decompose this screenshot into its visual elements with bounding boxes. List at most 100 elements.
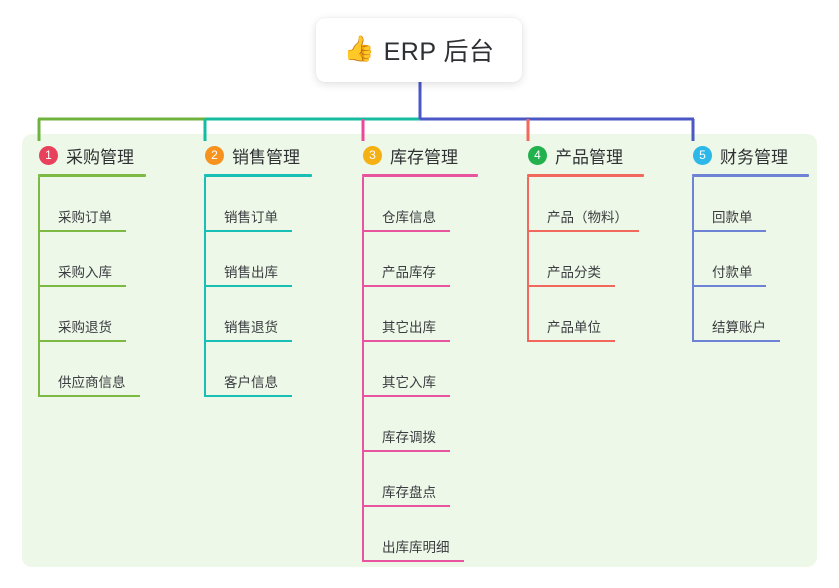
root-node[interactable]: 👍 ERP 后台 bbox=[316, 18, 522, 82]
leaf-label: 回款单 bbox=[712, 210, 753, 225]
column-rule-5 bbox=[692, 174, 809, 177]
leaf-label: 销售订单 bbox=[224, 210, 278, 225]
leaf-label: 客户信息 bbox=[224, 375, 278, 390]
leaf-rule bbox=[362, 560, 464, 562]
column-badge-3: 3 bbox=[363, 145, 382, 165]
leaf-item[interactable]: 销售出库 bbox=[204, 232, 312, 287]
leaf-rule bbox=[38, 340, 126, 342]
leaf-rule bbox=[362, 285, 450, 287]
leaf-item[interactable]: 采购订单 bbox=[38, 177, 146, 232]
leaf-rule bbox=[204, 230, 292, 232]
leaf-item[interactable]: 销售退货 bbox=[204, 287, 312, 342]
column-2: 2 销售管理销售订单销售出库销售退货客户信息 bbox=[204, 140, 312, 397]
leaf-label: 结算账户 bbox=[712, 320, 766, 335]
leaf-label: 采购退货 bbox=[58, 320, 112, 335]
column-header-1[interactable]: 1 采购管理 bbox=[38, 140, 146, 170]
leaf-rule bbox=[38, 395, 140, 397]
column-rule-4 bbox=[527, 174, 644, 177]
leaf-rule bbox=[692, 340, 780, 342]
column-badge-2: 2 bbox=[205, 145, 224, 165]
leaf-label: 库存盘点 bbox=[382, 485, 436, 500]
column-header-3[interactable]: 3 库存管理 bbox=[362, 140, 478, 170]
column-badge-4: 4 bbox=[528, 145, 547, 165]
column-badge-1: 1 bbox=[39, 145, 58, 165]
leaf-item[interactable]: 采购退货 bbox=[38, 287, 146, 342]
leaf-label: 仓库信息 bbox=[382, 210, 436, 225]
column-3: 3 库存管理仓库信息产品库存其它出库其它入库库存调拨库存盘点出库库明细 bbox=[362, 140, 478, 562]
leaf-rule bbox=[362, 505, 450, 507]
column-title-5: 财务管理 bbox=[720, 147, 788, 167]
leaf-label: 付款单 bbox=[712, 265, 753, 280]
leaf-rule bbox=[362, 395, 450, 397]
column-spine-3 bbox=[362, 177, 364, 562]
column-rule-3 bbox=[362, 174, 478, 177]
leaf-list-1: 采购订单采购入库采购退货供应商信息 bbox=[38, 177, 146, 397]
leaf-rule bbox=[527, 340, 615, 342]
leaf-item[interactable]: 库存盘点 bbox=[362, 452, 478, 507]
leaf-label: 其它出库 bbox=[382, 320, 436, 335]
leaf-item[interactable]: 其它出库 bbox=[362, 287, 478, 342]
leaf-item[interactable]: 产品单位 bbox=[527, 287, 644, 342]
leaf-item[interactable]: 客户信息 bbox=[204, 342, 312, 397]
leaf-rule bbox=[692, 230, 766, 232]
leaf-label: 产品分类 bbox=[547, 265, 601, 280]
leaf-label: 销售出库 bbox=[224, 265, 278, 280]
column-5: 5 财务管理回款单付款单结算账户 bbox=[692, 140, 809, 342]
leaf-rule bbox=[38, 285, 126, 287]
leaf-item[interactable]: 出库库明细 bbox=[362, 507, 478, 562]
leaf-item[interactable]: 供应商信息 bbox=[38, 342, 146, 397]
column-title-3: 库存管理 bbox=[390, 147, 458, 167]
leaf-item[interactable]: 其它入库 bbox=[362, 342, 478, 397]
column-4: 4 产品管理产品（物料） 产品分类产品单位 bbox=[527, 140, 644, 342]
column-title-1: 采购管理 bbox=[66, 147, 134, 167]
leaf-list-5: 回款单付款单结算账户 bbox=[692, 177, 809, 342]
column-header-5[interactable]: 5 财务管理 bbox=[692, 140, 809, 170]
column-spine-2 bbox=[204, 177, 206, 397]
leaf-label: 其它入库 bbox=[382, 375, 436, 390]
leaf-label: 供应商信息 bbox=[58, 375, 126, 390]
column-title-2: 销售管理 bbox=[232, 147, 300, 167]
column-spine-4 bbox=[527, 177, 529, 342]
leaf-item[interactable]: 销售订单 bbox=[204, 177, 312, 232]
column-badge-5: 5 bbox=[693, 145, 712, 165]
leaf-rule bbox=[527, 285, 615, 287]
column-rule-2 bbox=[204, 174, 312, 177]
leaf-rule bbox=[527, 230, 639, 232]
leaf-list-3: 仓库信息产品库存其它出库其它入库库存调拨库存盘点出库库明细 bbox=[362, 177, 478, 562]
leaf-label: 产品单位 bbox=[547, 320, 601, 335]
leaf-item[interactable]: 回款单 bbox=[692, 177, 809, 232]
leaf-item[interactable]: 产品分类 bbox=[527, 232, 644, 287]
leaf-item[interactable]: 库存调拨 bbox=[362, 397, 478, 452]
leaf-label: 库存调拨 bbox=[382, 430, 436, 445]
column-header-4[interactable]: 4 产品管理 bbox=[527, 140, 644, 170]
leaf-label: 产品（物料） bbox=[547, 210, 628, 225]
column-rule-1 bbox=[38, 174, 146, 177]
content-panel bbox=[22, 134, 817, 567]
leaf-item[interactable]: 仓库信息 bbox=[362, 177, 478, 232]
leaf-rule bbox=[692, 285, 766, 287]
thumbs-up-icon: 👍 bbox=[343, 34, 375, 63]
leaf-label: 销售退货 bbox=[224, 320, 278, 335]
leaf-rule bbox=[204, 340, 292, 342]
root-title: ERP 后台 bbox=[383, 38, 495, 66]
column-spine-1 bbox=[38, 177, 40, 397]
leaf-rule bbox=[362, 450, 450, 452]
leaf-label: 采购订单 bbox=[58, 210, 112, 225]
column-title-4: 产品管理 bbox=[555, 147, 623, 167]
leaf-list-2: 销售订单销售出库销售退货客户信息 bbox=[204, 177, 312, 397]
column-header-2[interactable]: 2 销售管理 bbox=[204, 140, 312, 170]
leaf-item[interactable]: 产品库存 bbox=[362, 232, 478, 287]
leaf-item[interactable]: 产品（物料） bbox=[527, 177, 644, 232]
leaf-item[interactable]: 采购入库 bbox=[38, 232, 146, 287]
leaf-rule bbox=[362, 230, 450, 232]
leaf-rule bbox=[362, 340, 450, 342]
leaf-item[interactable]: 结算账户 bbox=[692, 287, 809, 342]
leaf-item[interactable]: 付款单 bbox=[692, 232, 809, 287]
leaf-rule bbox=[38, 230, 126, 232]
leaf-rule bbox=[204, 395, 292, 397]
column-spine-5 bbox=[692, 177, 694, 342]
leaf-rule bbox=[204, 285, 292, 287]
leaf-label: 出库库明细 bbox=[382, 540, 450, 555]
leaf-label: 产品库存 bbox=[382, 265, 436, 280]
